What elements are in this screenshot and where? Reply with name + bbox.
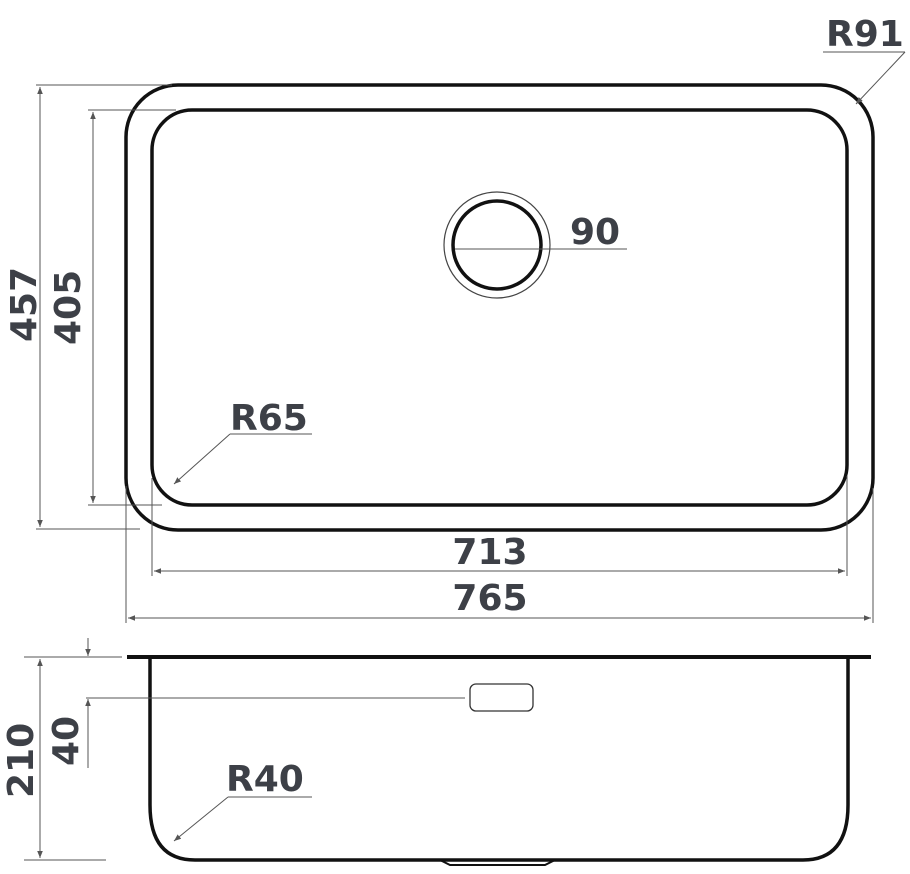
bottom-radius-label: R40 [226,759,304,800]
outer-width-label: 765 [452,578,527,619]
overflow-slot [469,683,534,712]
inner-width-label: 713 [452,532,527,573]
height-label: 210 [1,723,42,798]
inner-radius-label: R65 [230,398,308,439]
r40-leader-arrow [173,796,229,842]
r65-leader-arrow [173,433,231,485]
sink-outer-outline [124,83,875,532]
drain-outer-ring [443,191,551,299]
r91-leader-arrow [855,51,906,105]
drain-bump [439,859,556,866]
inner-depth-label: 405 [48,270,89,345]
drain-diameter-label: 90 [570,212,620,253]
side-view: 210 40 R40 [1,638,871,866]
bowl-inner-outline [150,108,849,507]
top-view: 90 R91 R65 457 405 713 765 [4,14,906,623]
overflow-offset-label: 40 [46,716,87,766]
bowl-profile [148,657,850,862]
outer-depth-label: 457 [4,267,45,342]
outer-radius-label: R91 [826,14,904,55]
drain-hole [451,199,543,291]
